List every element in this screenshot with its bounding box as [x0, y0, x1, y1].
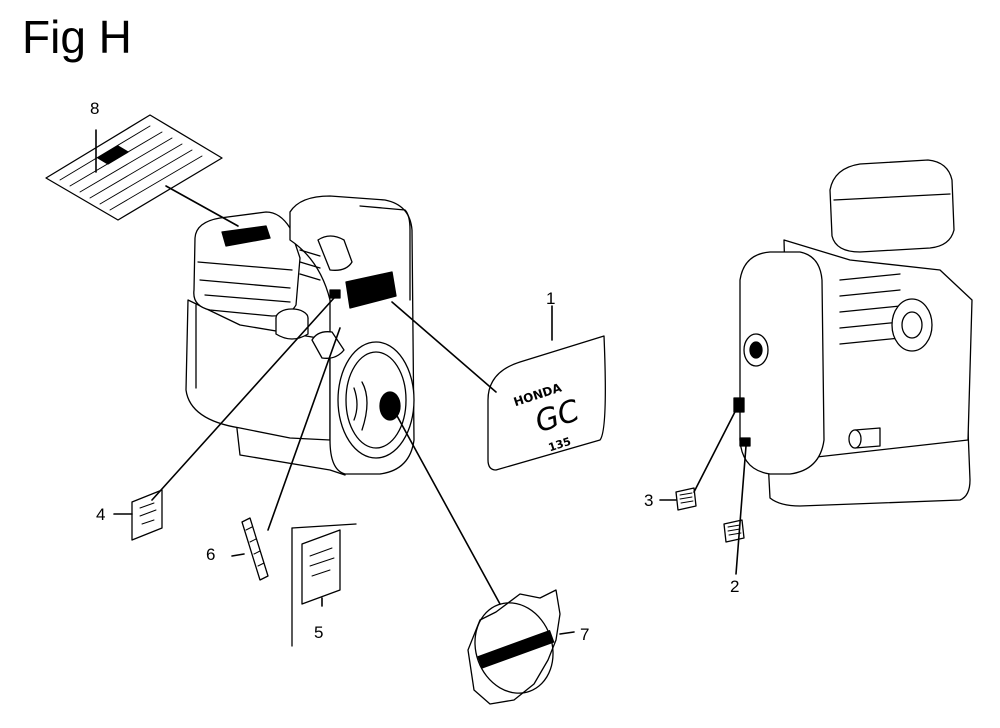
- engine-front-view: [185, 195, 415, 476]
- callout-6: 6: [206, 545, 215, 564]
- callout-4: 4: [96, 505, 105, 524]
- part-1-model-decal: HONDA GC 135: [487, 335, 606, 471]
- callout-2: 2: [730, 577, 739, 596]
- part-2-decal: [723, 519, 745, 543]
- part-3-decal: [675, 487, 697, 511]
- part-5-caution-decal: [291, 523, 357, 647]
- leader-lines: [95, 129, 747, 635]
- part-6-strip-decal: [241, 517, 269, 581]
- engine-rear-view: [733, 159, 973, 507]
- callout-3: 3: [644, 491, 653, 510]
- part-4-caution-decal: [131, 489, 163, 541]
- callout-1: 1: [546, 289, 555, 308]
- figure-title: Fig H: [22, 11, 132, 63]
- part-8-label-decal: [45, 114, 223, 221]
- callout-numbers: 1 2 3 4 5 6 7 8: [90, 99, 739, 644]
- callout-8: 8: [90, 99, 99, 118]
- part-7-emblem-decal: EASY START: [467, 589, 561, 705]
- callout-5: 5: [314, 623, 323, 642]
- callout-7: 7: [580, 625, 589, 644]
